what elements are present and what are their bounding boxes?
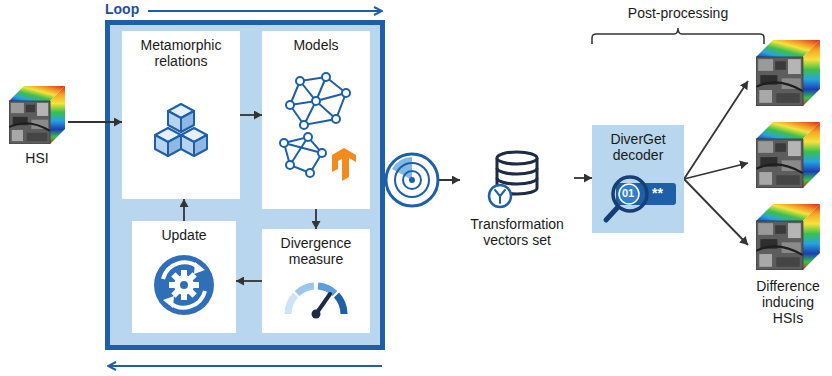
circle-part	[403, 171, 421, 189]
connector-arrow	[315, 209, 317, 229]
circle-part	[286, 101, 294, 109]
node-text: Divergence measure	[266, 235, 366, 267]
node-text: Models	[293, 37, 338, 53]
path-part	[168, 135, 181, 156]
network-icons	[270, 71, 362, 185]
loop-top-arrow	[148, 10, 382, 12]
path-part	[297, 286, 314, 293]
circle-part	[174, 275, 194, 295]
connector-arrow	[68, 121, 122, 123]
use-part	[756, 40, 820, 106]
path-part	[495, 190, 505, 203]
loop-panel	[108, 23, 383, 348]
connector-arrow	[240, 114, 262, 116]
circle-part	[304, 133, 312, 141]
line-part	[606, 207, 618, 220]
circle-part	[342, 89, 350, 97]
path-part	[155, 135, 168, 156]
post-processing-bracket	[592, 28, 764, 44]
output-images: Difference inducing HSIs	[748, 40, 828, 326]
path-part	[497, 168, 537, 174]
path-part	[284, 137, 322, 173]
connector-arrow	[684, 163, 748, 179]
node-text: Update	[161, 227, 206, 243]
path-part	[337, 295, 345, 314]
hsi-cube	[6, 86, 68, 144]
circle-part	[180, 281, 188, 289]
circle-part	[318, 149, 326, 157]
circle-part	[409, 177, 415, 183]
circle-part	[280, 139, 288, 147]
decoder-box: DiverGet decoder 01 **	[592, 125, 684, 233]
loop-frame: LoopMetamorphic relations Models	[105, 20, 385, 350]
node-text: Metamorphic relations	[126, 37, 236, 69]
gauge-icon	[280, 274, 352, 320]
path-part	[181, 135, 194, 156]
path-part	[290, 77, 346, 125]
connector-arrow	[684, 179, 748, 245]
update-gear-icon	[149, 253, 219, 317]
connector-arrow	[236, 280, 262, 282]
circle-part	[306, 169, 314, 177]
icon-glyph: **	[652, 185, 663, 201]
path-part	[194, 135, 207, 156]
g-part	[155, 128, 181, 156]
loop-bottom-arrow	[108, 365, 382, 367]
process-box: Metamorphic relations	[122, 31, 240, 199]
circle-part	[154, 255, 214, 315]
circle-part	[386, 154, 438, 206]
database-node: Transformation vectors set	[460, 148, 574, 248]
output-cubes	[748, 40, 828, 272]
g-part	[280, 73, 350, 177]
g-part	[181, 128, 207, 156]
circle-part	[296, 77, 304, 85]
circle-part	[300, 121, 308, 129]
circle-part	[286, 161, 294, 169]
connector-arrow	[574, 177, 592, 179]
circle-part	[489, 185, 511, 207]
circle-part	[312, 310, 321, 319]
decoder-magnifier	[596, 166, 680, 224]
process-box: Divergence measure	[262, 229, 370, 333]
circle-part	[395, 163, 429, 197]
loop-label: Loop	[105, 1, 139, 17]
database-icon	[460, 148, 574, 210]
cubes-icon	[141, 102, 221, 160]
connector-arrow	[183, 199, 185, 221]
ellipse-part	[497, 152, 537, 164]
radar-icon	[384, 152, 440, 208]
process-box: Models	[262, 31, 370, 209]
use-part	[756, 122, 820, 188]
circle-part	[332, 115, 340, 123]
section-label: Post-processing	[598, 5, 758, 21]
g-part	[169, 270, 199, 300]
connector-arrow	[684, 81, 748, 179]
use-part	[756, 204, 820, 270]
icon-glyph: 01	[622, 187, 634, 200]
decoder-icon: 01 **	[596, 166, 680, 224]
polygon-part	[194, 262, 205, 274]
node-text: Transformation vectors set	[460, 216, 574, 248]
polygon-part	[163, 296, 174, 308]
hsi-image: HSI	[6, 86, 68, 166]
path-part	[497, 178, 537, 184]
path-part	[288, 295, 296, 314]
process-box: Update	[132, 221, 236, 333]
path-part	[332, 148, 356, 181]
g-part	[168, 104, 194, 132]
node-text: DiverGet decoder	[596, 131, 680, 163]
path-part	[318, 286, 335, 293]
circle-part	[322, 73, 330, 81]
use-part	[9, 86, 65, 144]
circle-part	[312, 97, 320, 105]
node-text: Difference inducing HSIs	[748, 278, 828, 326]
node-text: HSI	[25, 150, 48, 166]
circle-part	[619, 184, 639, 204]
